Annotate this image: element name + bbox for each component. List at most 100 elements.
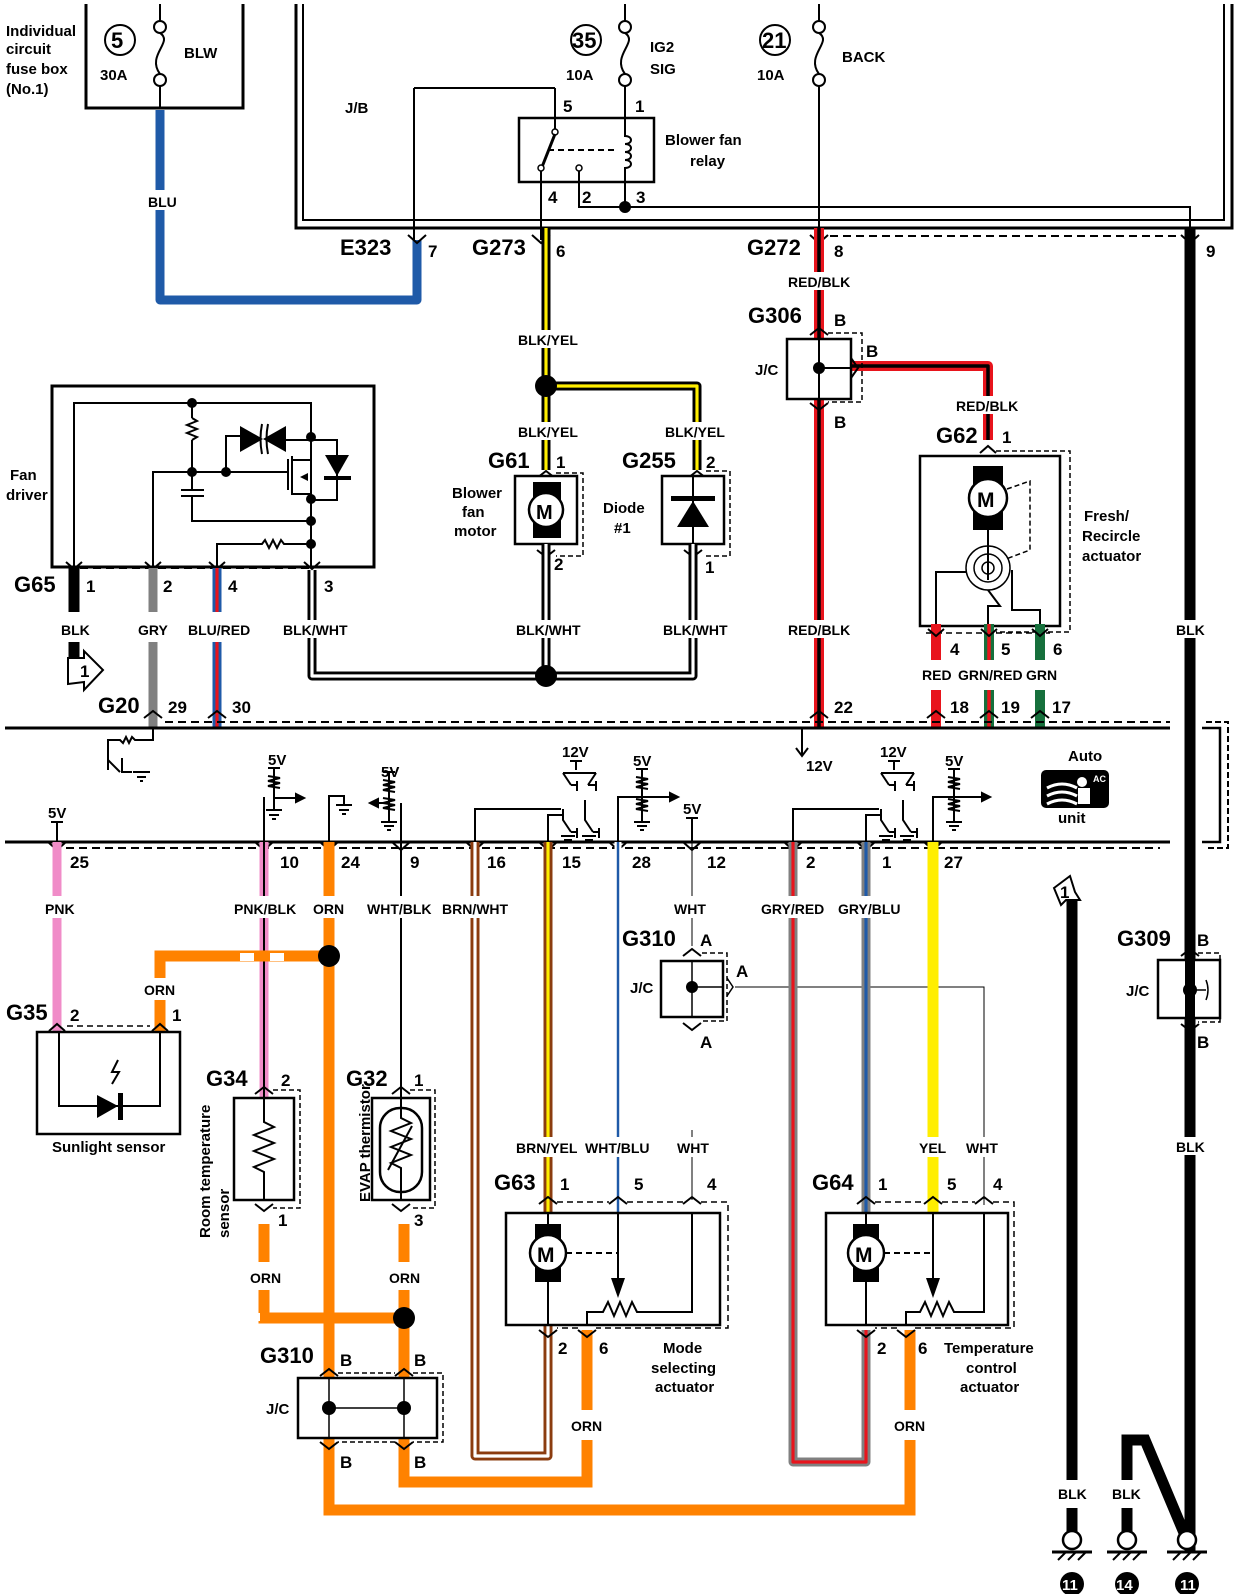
fuse-35: 35 10A IG2 SIG (566, 4, 676, 128)
svg-text:AC: AC (1093, 774, 1106, 784)
relay-label: Blower fan (665, 132, 742, 149)
connector-G65: G65 1 2 4 3 BLK GRY BLU/RED (14, 561, 333, 638)
svg-text:Room temperature: Room temperature (197, 1105, 214, 1238)
svg-text:12V: 12V (880, 744, 907, 761)
wire-blu: BLU (145, 110, 422, 305)
svg-text:BLW: BLW (184, 45, 218, 62)
svg-text:1: 1 (878, 1175, 887, 1194)
fuse-icon (812, 4, 826, 240)
svg-text:5V: 5V (48, 805, 66, 822)
svg-text:BRN/WHT: BRN/WHT (442, 901, 509, 917)
svg-text:35: 35 (572, 28, 596, 53)
ground-14: 14 (1116, 1577, 1133, 1594)
svg-text:2: 2 (806, 853, 815, 872)
svg-text:10A: 10A (757, 67, 785, 84)
svg-text:BLK/WHT: BLK/WHT (283, 622, 348, 638)
svg-text:ORN: ORN (571, 1418, 602, 1434)
svg-text:Blower: Blower (452, 485, 502, 502)
splice-dot (318, 945, 340, 967)
splice-dot (619, 201, 631, 213)
junction-block-outline: J/B (294, 4, 1234, 230)
splice-dot (535, 375, 557, 397)
diode-1: G255 2 1 Diode #1 (603, 448, 731, 577)
svg-text:21: 21 (762, 28, 786, 53)
jb-connectors: E323 7 G273 6 G272 8 9 (340, 234, 1215, 261)
svg-text:YEL: YEL (919, 1140, 947, 1156)
lower-wire-labels: PNK PNK/BLK ORN WHT/BLK BRN/WHT WHT GRY/… (45, 901, 998, 1434)
wire-blk-right: BLK BLK (1172, 228, 1208, 1552)
wire-red-blk: RED/BLK RED/BLK RED/BLK (787, 228, 1019, 728)
svg-text:ORN: ORN (250, 1270, 281, 1286)
svg-text:J/C: J/C (755, 362, 779, 379)
svg-text:G34: G34 (206, 1066, 248, 1091)
svg-text:28: 28 (632, 853, 651, 872)
svg-text:5: 5 (634, 1175, 643, 1194)
junction-connector-G309: G309 B J/C B (1117, 926, 1222, 1052)
svg-text:B: B (414, 1351, 426, 1370)
svg-text:(No.1): (No.1) (6, 81, 49, 98)
svg-text:12V: 12V (806, 758, 833, 775)
sunlight-sensor: G35 2 1 Sunlight sensor (6, 1000, 181, 1156)
svg-text:A: A (736, 962, 748, 981)
motor-icon (527, 491, 565, 529)
wire-wht-right (735, 986, 985, 1205)
svg-text:J/C: J/C (1126, 983, 1150, 1000)
diode-icon (325, 455, 349, 476)
svg-text:fuse box: fuse box (6, 61, 68, 78)
svg-text:B: B (1197, 931, 1209, 950)
svg-text:selecting: selecting (651, 1360, 716, 1377)
svg-text:4: 4 (993, 1175, 1003, 1194)
zener-diode-icon (240, 426, 263, 452)
svg-text:29: 29 (168, 698, 187, 717)
svg-text:Auto: Auto (1068, 748, 1102, 765)
svg-text:M: M (536, 502, 553, 524)
svg-text:6: 6 (918, 1339, 927, 1358)
fuse-icon (153, 4, 167, 108)
svg-text:5V: 5V (945, 753, 963, 770)
svg-text:GRY: GRY (138, 622, 168, 638)
svg-text:GRY/RED: GRY/RED (761, 901, 824, 917)
svg-text:5: 5 (563, 97, 572, 116)
ground-11: 11 (1180, 1577, 1196, 1594)
ground-icon (1107, 1529, 1147, 1594)
svg-text:G306: G306 (748, 303, 802, 328)
svg-text:G35: G35 (6, 1000, 48, 1025)
svg-text:ORN: ORN (313, 901, 344, 917)
ground-11: 11 (1062, 1577, 1078, 1594)
svg-text:2: 2 (70, 1006, 79, 1025)
svg-text:#1: #1 (614, 520, 631, 537)
svg-text:PNK/BLK: PNK/BLK (234, 901, 296, 917)
wire-gry-red (788, 842, 871, 1467)
junction-connector-G310-A: G310 A A J/C A (622, 926, 748, 1052)
svg-text:control: control (966, 1360, 1017, 1377)
svg-text:circuit: circuit (6, 41, 51, 58)
svg-text:EVAP thermistor: EVAP thermistor (357, 1084, 374, 1202)
auto-ac-logo-icon (1041, 770, 1109, 808)
fuse-21: 21 10A BACK (757, 4, 885, 240)
svg-text:BRN/YEL: BRN/YEL (516, 1140, 578, 1156)
svg-text:BLU/RED: BLU/RED (188, 622, 250, 638)
svg-text:18: 18 (950, 698, 969, 717)
resistor-icon (251, 1098, 277, 1200)
svg-text:WHT/BLK: WHT/BLK (367, 901, 432, 917)
svg-text:G64: G64 (812, 1170, 854, 1195)
svg-text:2: 2 (163, 577, 172, 596)
svg-text:unit: unit (1058, 810, 1086, 827)
svg-text:PNK: PNK (45, 901, 75, 917)
svg-text:30A: 30A (100, 67, 128, 84)
svg-text:actuator: actuator (1082, 548, 1141, 565)
svg-text:3: 3 (324, 577, 333, 596)
ground-icon (1167, 1529, 1207, 1594)
svg-text:B: B (834, 413, 846, 432)
svg-text:BLK: BLK (1112, 1486, 1141, 1502)
svg-text:Temperature: Temperature (944, 1340, 1034, 1357)
svg-text:4: 4 (950, 640, 960, 659)
temperature-control-actuator: G64 1 5 4 M 2 6 Temperature control actu… (812, 1170, 1034, 1396)
svg-text:16: 16 (487, 853, 506, 872)
svg-text:10A: 10A (566, 67, 594, 84)
svg-text:17: 17 (1052, 698, 1071, 717)
svg-text:M: M (537, 1244, 555, 1267)
svg-text:4: 4 (548, 188, 558, 207)
wire-orn-network (154, 842, 916, 1516)
svg-text:4: 4 (228, 577, 238, 596)
